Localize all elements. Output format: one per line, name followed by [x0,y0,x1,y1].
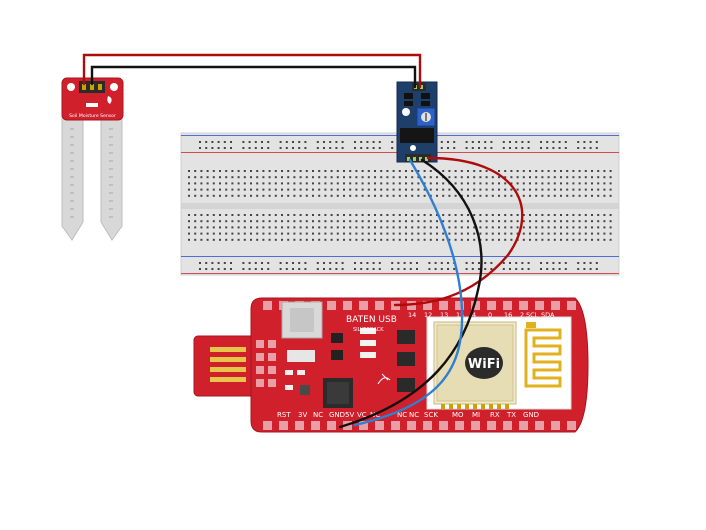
module-pins [441,404,509,409]
sensor-label: Soil Moisture Sensor [69,113,116,119]
top-pin-label: 15 [456,311,464,319]
bottom-pin-label: RST [277,411,291,419]
bottom-pin-label: GND [523,411,539,419]
prong-traces [70,128,113,218]
breadboard-holes [188,141,612,270]
top-pin-label: 4 [472,311,476,319]
comparator-module [396,81,438,163]
bottom-pin-label: MI [472,411,480,419]
top-pin-label: SCL [526,311,539,319]
bottom-pin-label: MO [452,411,464,419]
wire-red-vcc [393,156,524,307]
top-pin-label: SDA [541,311,555,319]
bottom-pin-label: 3V [298,411,307,419]
bottom-pin-label: GND [329,411,345,419]
bottom-pin-label: NC [397,411,407,419]
top-pin-label: 12 [424,311,432,319]
wire-black-sensor-gnd [90,65,417,89]
bottom-pin-label: TX [506,411,516,419]
wire-blue-signal [353,158,464,427]
bottom-pin-label: VC [357,411,367,419]
wire-black-gnd [338,158,483,429]
bottom-pin-label: RX [490,411,500,419]
top-pin-label: 16 [504,311,512,319]
bottom-pin-label: NC [313,411,323,419]
bottom-pin-label: SCK [424,411,438,419]
soil-moisture-sensor: Soil Moisture Sensor [61,77,124,241]
bottom-header-pads [263,421,576,430]
top-pin-label: 2 [520,311,524,319]
board-subtitle: SILVERBACK [353,327,384,333]
module-logo: WiFi [468,357,500,372]
bottom-pin-label: 5V [345,411,354,419]
top-pin-label: 13 [440,311,448,319]
top-pin-label: 14 [408,311,416,319]
usb-side-pads [256,340,276,387]
wires [82,53,524,429]
bottom-pin-label: NC [409,411,419,419]
top-pin-label: 0 [488,311,492,319]
wire-red-sensor-vcc [82,53,422,89]
board-title: BATEN USB [346,315,397,325]
